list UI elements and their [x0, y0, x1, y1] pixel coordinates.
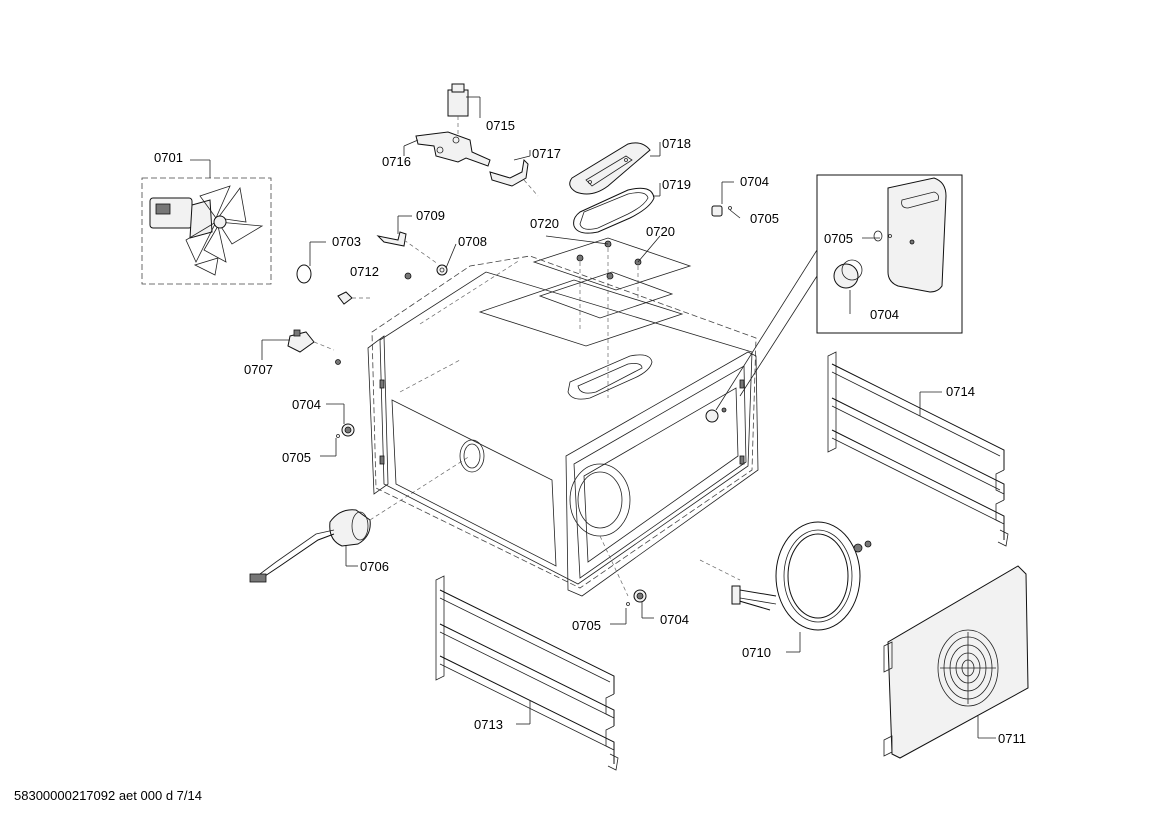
label-0715: 0715 [486, 118, 515, 133]
label-0718: 0718 [662, 136, 691, 151]
part-0719-seal [573, 187, 655, 234]
oven-cavity [367, 255, 759, 597]
label-0709: 0709 [416, 208, 445, 223]
part-0704-lamp-top-right [711, 205, 732, 217]
part-0707-connector [287, 329, 341, 365]
label-0720-right: 0720 [646, 224, 675, 239]
part-0714-rack-right [827, 351, 1009, 547]
document-id-footer: 58300000217092 aet 000 d 7/14 [14, 788, 202, 803]
label-0714: 0714 [946, 384, 975, 399]
label-0704-left: 0704 [292, 397, 321, 412]
label-0717: 0717 [532, 146, 561, 161]
detail-inset-lamp [715, 174, 963, 411]
part-0716-bracket [403, 131, 491, 167]
label-0707: 0707 [244, 362, 273, 377]
part-0706-cable-lamp [249, 455, 471, 583]
part-0717-sensor [489, 150, 539, 197]
label-0710: 0710 [742, 645, 771, 660]
part-0704-lamp-bottom [626, 589, 647, 606]
label-0704-top: 0704 [740, 174, 769, 189]
label-0719: 0719 [662, 177, 691, 192]
label-0704-bottom: 0704 [660, 612, 689, 627]
part-0704-lamp-left [336, 423, 355, 438]
part-0710-heating-element [731, 521, 872, 631]
label-0705-bottom: 0705 [572, 618, 601, 633]
label-0711: 0711 [998, 731, 1026, 746]
label-0706: 0706 [360, 559, 389, 574]
label-0705-top: 0705 [750, 211, 779, 226]
label-0701: 0701 [154, 150, 183, 165]
part-0720-top-plate [478, 237, 692, 398]
part-0709-probe [376, 231, 439, 265]
label-0705-inset: 0705 [824, 231, 853, 246]
label-0705-left: 0705 [282, 450, 311, 465]
part-0715-switch [447, 83, 469, 136]
part-0713-rack-left [435, 575, 619, 771]
part-0718-lamp-glass [569, 142, 651, 195]
label-0716: 0716 [382, 154, 411, 169]
part-0708-nut [436, 264, 448, 276]
label-0720-left: 0720 [530, 216, 559, 231]
label-0708: 0708 [458, 234, 487, 249]
label-0704-inset: 0704 [870, 307, 899, 322]
part-0711-back-panel [883, 565, 1029, 759]
part-labels: 0701 0715 0716 0717 0718 0719 0704 0705 … [154, 118, 1026, 746]
part-0703-gasket-ring [296, 264, 312, 284]
label-0713: 0713 [474, 717, 503, 732]
part-0701-fan-motor [141, 177, 272, 285]
label-0712: 0712 [350, 264, 379, 279]
label-0703: 0703 [332, 234, 361, 249]
